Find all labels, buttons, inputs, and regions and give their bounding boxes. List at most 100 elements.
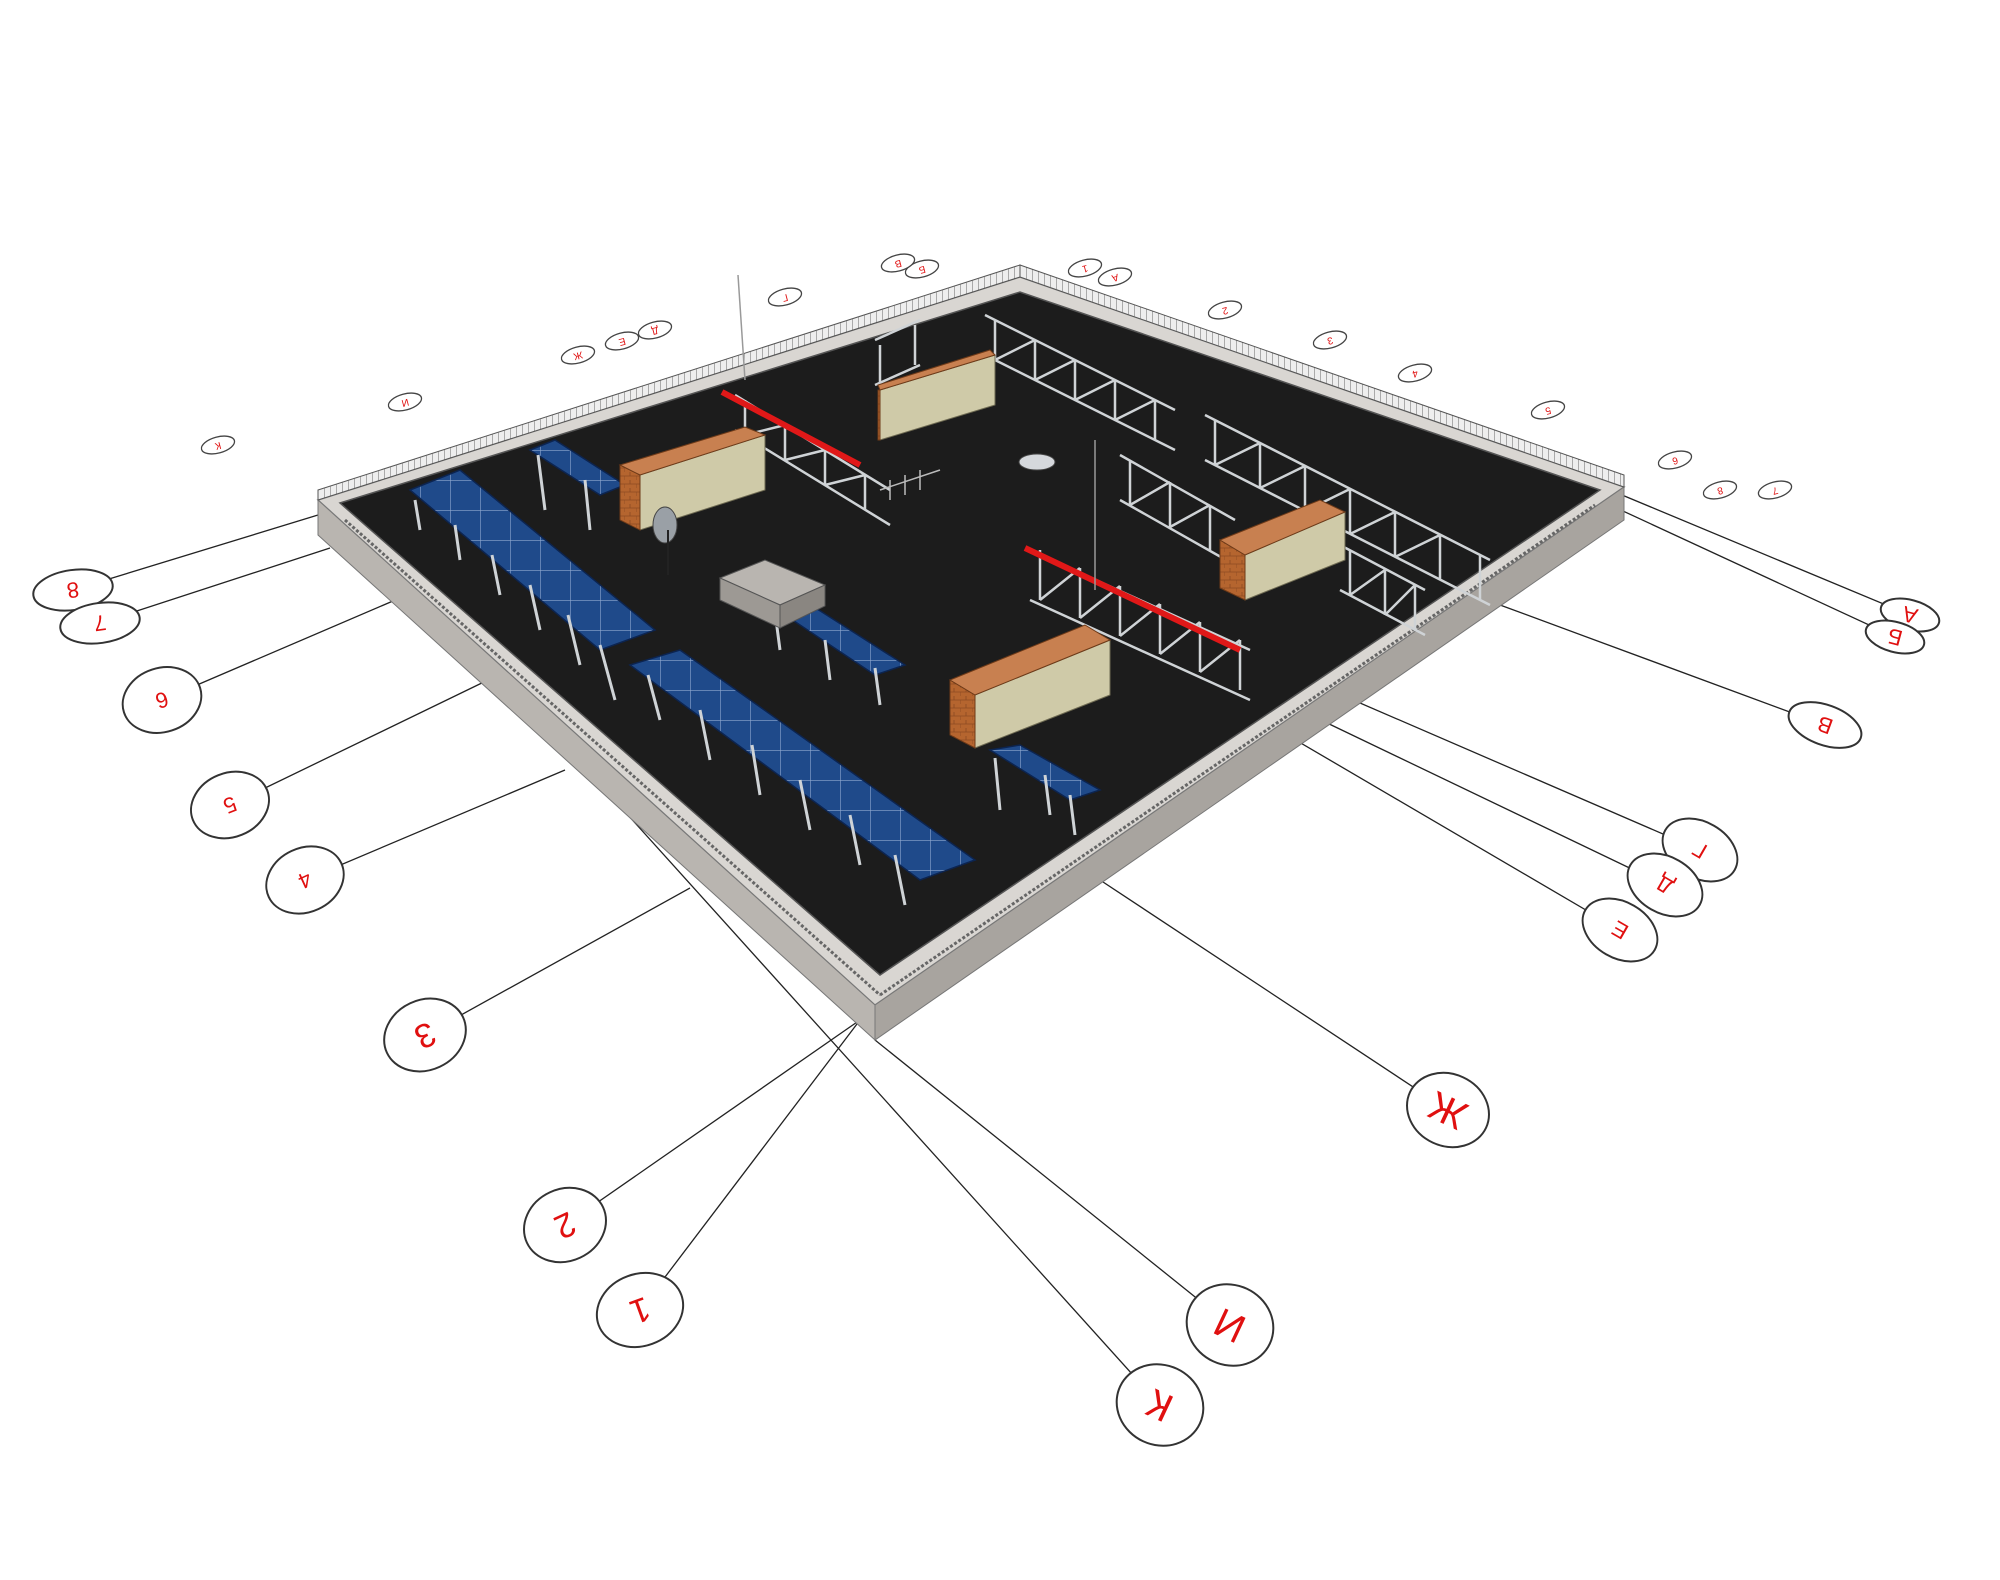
near-right-axis-bubble-leader [1499,604,1826,726]
near-right-axis-bubble-label: Б [1885,623,1905,651]
near-left-axis-bubble-leader [161,597,401,701]
solar-panel [408,469,657,651]
far-axis-bubble: 5 [1530,400,1566,420]
near-left-axis-bubble: 1 [595,1271,685,1349]
near-right-axis-bubble-leader [1609,504,1896,638]
far-axis-bubble-label: 8 [1715,484,1724,496]
near-right-axis-bubble: Д [1626,852,1704,918]
panel-support-frame [413,499,617,701]
near-right-axis-bubble-circle [1115,1363,1205,1447]
far-axis-bubble-label: 5 [1543,404,1552,416]
far-axis-bubble: Г [767,287,803,307]
solar-array-4 [987,744,1102,836]
near-right-axis-bubble-circle [1864,619,1926,655]
far-axis-bubble-circle [1097,267,1133,287]
far-axis-bubble-label: К [214,439,223,451]
empty-truss-rows [734,313,1491,702]
near-left-axis-bubble: 2 [523,1186,607,1264]
truss-row [1119,453,1236,567]
warning-bars [720,389,1242,653]
near-left-axis-bubble-circle [383,997,467,1073]
wall-block-4 [948,624,1112,749]
far-axis-bubble: 6 [1657,450,1693,470]
brick-top [1218,499,1347,556]
far-axis-bubble: И [387,392,423,412]
box-side [779,584,826,629]
near-left-axis-bubble: 3 [383,997,467,1073]
near-right-axis-bubble: К [1115,1363,1205,1447]
near-left-axis-bubble-label: 7 [92,610,108,636]
far-axis-bubble: Б [904,259,940,279]
solar-array-1 [408,469,657,701]
solar-panel [987,744,1102,801]
far-axis-bubble-label: Ж [571,348,584,361]
panel-support-frame [993,757,1077,836]
near-right-axis-bubble-circle [1185,1283,1275,1367]
near-left-axis-bubble-leader [304,769,566,881]
far-axis-bubble: 2 [1207,300,1243,320]
parapet-wall-right [874,486,1625,1041]
far-axis-bubble-circle [387,392,423,412]
far-axis-bubble-label: А [1110,271,1120,283]
near-right-axis-bubble-circle [1581,897,1659,963]
far-axis-bubble-circle [1312,330,1348,350]
far-axis-bubble-label: Б [917,263,927,275]
near-left-axis-bubble-leader [564,1019,861,1226]
near-right-axis-bubble-label: А [1899,601,1920,629]
near-right-axis-bubble: В [1787,701,1863,749]
far-axis-bubble-label: В [893,257,903,269]
truss-row [984,313,1176,452]
near-right-axis-bubble-circle [1787,701,1863,749]
near-left-axis-bubble: 7 [59,601,141,645]
far-axis-bubble-label: 4 [1410,367,1419,379]
far-axis-bubble: А [1097,267,1133,287]
near-right-axis-bubble-leader [1099,879,1449,1111]
far-axis-bubble-circle [560,345,596,365]
brick-top [618,426,767,476]
solar-array-2 [628,649,977,906]
rooftop-hatch-box [718,559,827,629]
near-right-axis-bubble: Ж [1406,1071,1490,1149]
near-left-axis-bubble-leader [72,514,319,591]
near-left-axis-bubble-leader [229,679,489,806]
far-axis-bubble: 7 [1757,480,1793,500]
near-left-axis-bubble-circle [121,666,203,734]
far-axis-bubble-circle [1397,363,1433,383]
warning-bar [1023,545,1242,653]
truss-row [874,318,921,387]
far-axis-bubble-label: 6 [1670,454,1679,466]
far-axis-bubble-circle [1757,480,1793,500]
far-axis-bubble-label: Д [650,324,660,336]
inner-fence-right [879,503,1596,997]
far-axis-bubble-circle [637,320,673,340]
far-axis-bubble: К [200,435,236,455]
truss-row [1339,543,1426,637]
near-right-axis-bubble: Е [1581,897,1659,963]
near-right-axis-bubble-leader [1329,689,1701,851]
far-axis-bubble-circle [1067,258,1103,278]
far-axis-bubble-label: И [400,396,410,408]
far-axis-bubble-label: Е [617,335,627,347]
panel-support-frame [646,674,907,906]
far-axis-bubble: Е [604,331,640,351]
far-axis-bubble-circle [1207,300,1243,320]
brick-face [619,464,641,531]
near-right-axis-bubble-leader [1299,709,1666,886]
near-left-axis-bubble: 6 [121,666,203,734]
far-axis-bubble-label: 2 [1220,304,1229,316]
near-left-axis-bubble-circle [265,845,345,915]
near-right-axis-bubble: И [1185,1283,1275,1367]
far-axis-bubble-label: Г [780,291,789,303]
solar-panel-rows [408,439,1102,906]
far-axis-bubble-label: 1 [1080,262,1089,274]
near-left-axis-bubble-leader [424,887,691,1036]
near-left-axis-bubble: 5 [190,770,270,840]
near-right-axis-bubble-leader [1609,489,1911,616]
solar-panel [628,649,977,881]
near-right-axis-bubble: Б [1864,619,1926,655]
far-axis-bubble: Ж [560,345,596,365]
truss-row [1204,413,1491,607]
near-left-axis-bubble: 8 [32,568,114,612]
